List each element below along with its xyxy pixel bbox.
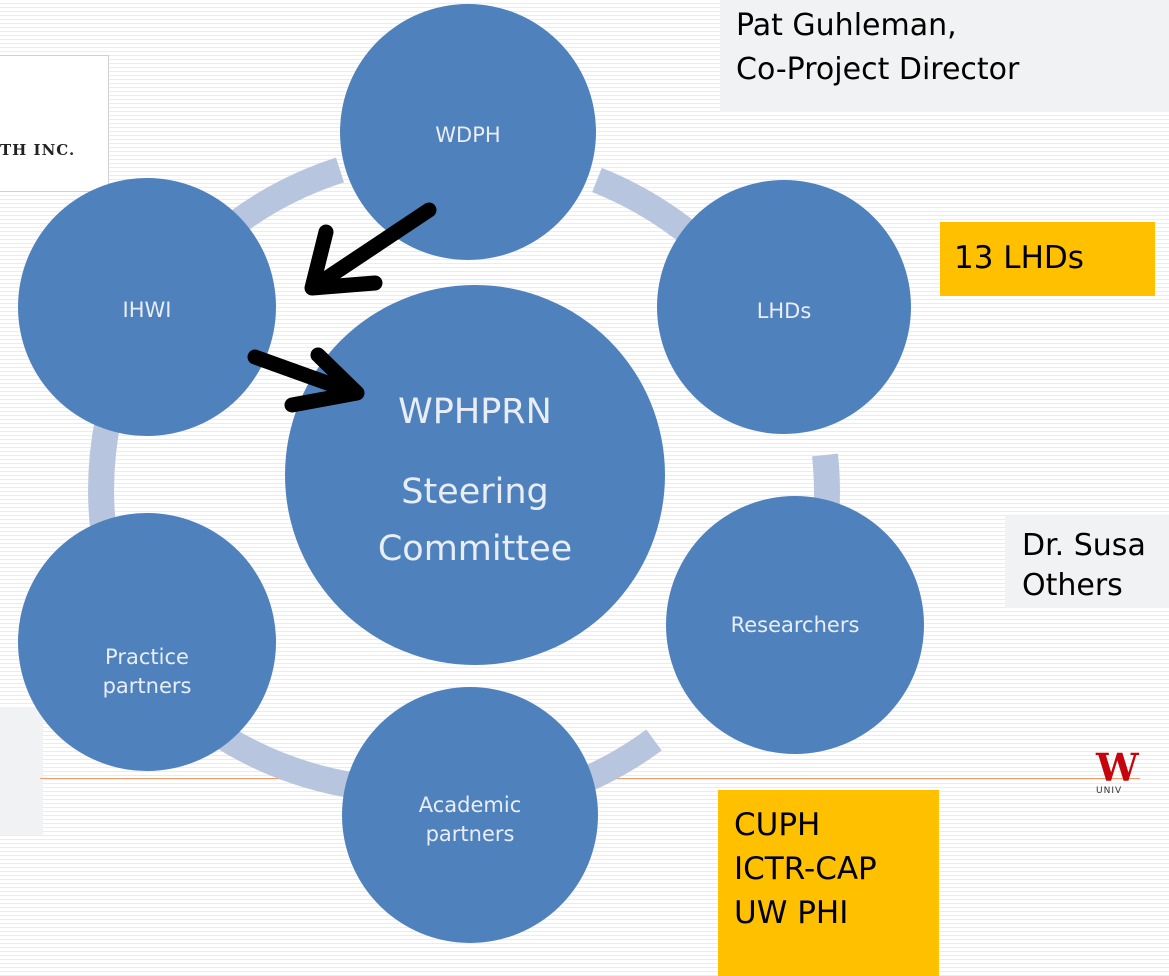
left-note-box <box>0 707 43 835</box>
node-academic-partners <box>342 687 598 943</box>
callout-researchers-names: Dr. Susa Others <box>1005 516 1169 608</box>
university-logo-subtext: UNIV <box>1096 786 1123 796</box>
arrow-wdph-to-ihwi <box>304 202 437 296</box>
node-academic-label-2: partners <box>426 822 515 846</box>
university-logo-mark: W <box>1096 745 1139 790</box>
university-logo: W UNIV <box>1096 745 1139 797</box>
callout-susa-line: Dr. Susa <box>1022 528 1146 563</box>
callout-pat-guhleman: Pat Guhleman, Co-Project Director <box>720 0 1169 112</box>
callout-cuph: CUPH <box>734 807 821 843</box>
node-practice-label-1: Practice <box>105 645 189 669</box>
node-wdph-label: WDPH <box>435 123 500 147</box>
callout-pat-role: Co-Project Director <box>736 52 1020 87</box>
center-label-1: WPHPRN <box>398 392 552 432</box>
node-researchers-label: Researchers <box>731 613 860 637</box>
node-center-steering-committee <box>285 285 665 665</box>
left-logo-text: TH INC. <box>0 141 76 159</box>
node-ihwi <box>18 178 276 436</box>
center-label-2: Steering <box>401 472 549 512</box>
node-academic-label-1: Academic <box>419 793 522 817</box>
ring-segment-academic-practice <box>213 723 360 799</box>
node-ihwi-label: IHWI <box>123 298 172 322</box>
callout-academic-partners: CUPH ICTR-CAP UW PHI <box>718 790 939 976</box>
node-researchers <box>666 496 924 754</box>
left-logo-box: TH INC. <box>0 55 109 192</box>
callout-ictr-cap: ICTR-CAP <box>734 851 877 887</box>
ring-segment-researchers-academic <box>579 729 662 792</box>
node-practice-label-2: partners <box>103 674 192 698</box>
node-wdph <box>340 4 596 260</box>
ring-segment-wdph-lhds <box>592 167 706 251</box>
callout-13-lhds-text: 13 LHDs <box>954 240 1084 276</box>
node-lhds-label: LHDs <box>757 299 812 323</box>
arrow-ihwi-to-center <box>247 347 365 413</box>
center-label-3: Committee <box>378 529 572 569</box>
callout-others-line: Others <box>1022 568 1123 603</box>
callout-pat-name: Pat Guhleman, <box>736 8 957 43</box>
callout-13-lhds: 13 LHDs <box>940 222 1155 296</box>
node-lhds <box>657 180 911 434</box>
node-practice-partners <box>18 513 276 771</box>
callout-uw-phi: UW PHI <box>734 895 849 931</box>
